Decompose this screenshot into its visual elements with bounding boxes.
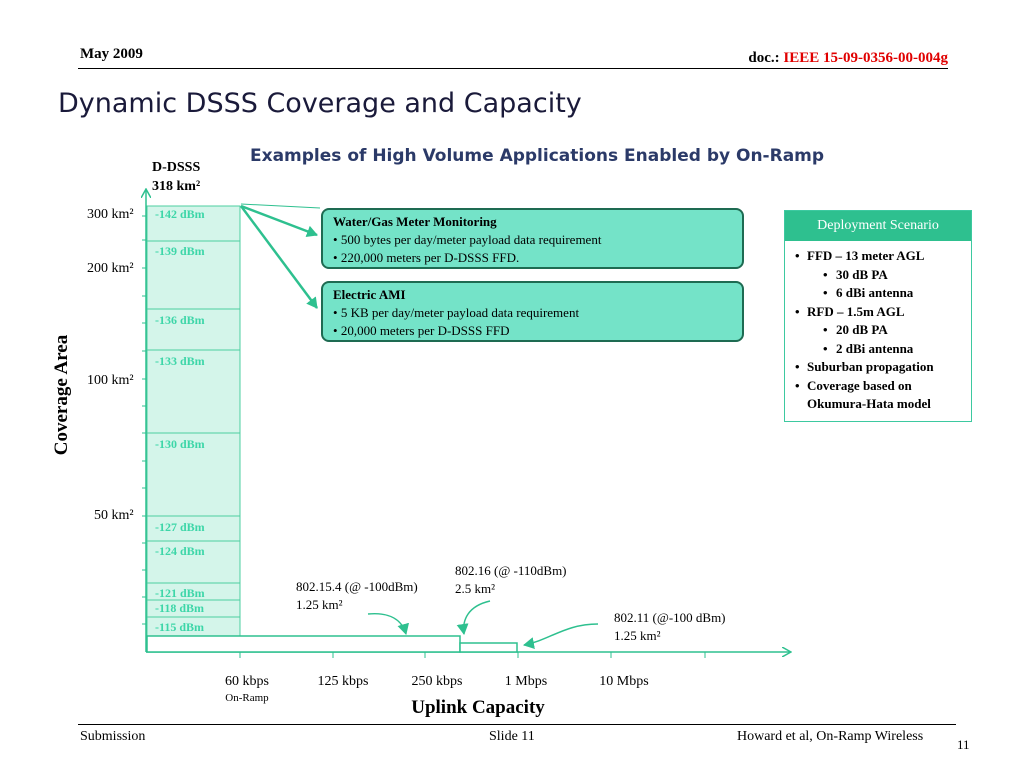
- ddsss-bar-label: D-DSSS 318 km²: [152, 158, 200, 196]
- arrow-802-15-4: [367, 612, 410, 635]
- slide-title: Dynamic DSSS Coverage and Capacity: [58, 88, 582, 119]
- callout-electric-ami: Electric AMI 5 KB per day/meter payload …: [321, 281, 744, 342]
- deployment-item: Coverage based on Okumura-Hata model: [795, 377, 967, 414]
- deployment-subitem: 2 dBi antenna: [795, 340, 967, 359]
- x-category-60kbps: 60 kbps: [225, 674, 269, 689]
- callout-water-gas: Water/Gas Meter Monitoring 500 bytes per…: [321, 208, 744, 269]
- annotation-line: 802.11 (@-100 dBm): [614, 610, 726, 625]
- sensitivity-label: -142 dBm: [155, 207, 205, 221]
- callout-title: Water/Gas Meter Monitoring: [333, 214, 497, 229]
- y-axis-ticks: [142, 215, 146, 625]
- annotation-line: 1.25 km²: [614, 628, 661, 643]
- annotation-802-15-4: 802.15.4 (@ -100dBm) 1.25 km²: [296, 578, 418, 614]
- sensitivity-label: -127 dBm: [155, 520, 205, 534]
- sensitivity-label: -124 dBm: [155, 544, 205, 558]
- deployment-scenario-title: Deployment Scenario: [785, 211, 971, 241]
- x-category-250kbps: 250 kbps: [411, 674, 463, 689]
- sensitivity-label: -139 dBm: [155, 244, 205, 258]
- arrow-802-16: [456, 600, 491, 635]
- sensitivity-label: -136 dBm: [155, 313, 205, 327]
- sensitivity-label: -115 dBm: [155, 620, 205, 634]
- arrow-802-11: [523, 623, 599, 649]
- callout-item: 5 KB per day/meter payload data requirem…: [333, 304, 732, 322]
- callout-item: 220,000 meters per D-DSSS FFD.: [333, 249, 732, 267]
- ddsss-coverage-bar: [146, 205, 241, 638]
- x-category-sublabel: On-Ramp: [225, 692, 269, 704]
- x-category-1mbps: 1 Mbps: [504, 674, 548, 689]
- annotation-802-16: 802.16 (@ -110dBm) 2.5 km²: [455, 562, 567, 598]
- callout-item: 500 bytes per day/meter payload data req…: [333, 231, 732, 249]
- deployment-subitem: 30 dB PA: [795, 266, 967, 285]
- ddsss-label-area: 318 km²: [152, 179, 201, 194]
- connector-water-gas: [240, 203, 321, 209]
- x-axis-label: Uplink Capacity: [411, 697, 545, 718]
- header-date: May 2009: [80, 46, 143, 62]
- sensitivity-label: -133 dBm: [155, 354, 205, 368]
- y-tick-300: 300 km²: [87, 207, 134, 222]
- deployment-subitem: 6 dBi antenna: [795, 284, 967, 303]
- annotation-802-11: 802.11 (@-100 dBm) 1.25 km²: [614, 609, 726, 645]
- annotation-line: 802.16 (@ -110dBm): [455, 563, 567, 578]
- bar-802-15-4: [146, 635, 461, 653]
- header-divider: [78, 68, 948, 69]
- footer-submission: Submission: [80, 729, 146, 744]
- deployment-subitem: 20 dB PA: [795, 321, 967, 340]
- doc-number: IEEE 15-09-0356-00-004g: [783, 50, 948, 66]
- slide-subtitle: Examples of High Volume Applications Ena…: [250, 146, 825, 166]
- callout-item: 20,000 meters per D-DSSS FFD: [333, 322, 732, 340]
- x-category-125kbps: 125 kbps: [317, 674, 369, 689]
- annotation-line: 1.25 km²: [296, 597, 343, 612]
- ddsss-label-name: D-DSSS: [152, 160, 201, 175]
- y-tick-100: 100 km²: [87, 373, 134, 388]
- arrow-to-electric-ami-callout: [239, 205, 319, 309]
- x-axis-ticks: [239, 652, 706, 658]
- bar-802-11: [459, 642, 518, 653]
- page-number: 11: [957, 737, 970, 752]
- footer-slide-number: Slide 11: [489, 729, 535, 744]
- sensitivity-label: -118 dBm: [155, 601, 205, 615]
- sensitivity-label: -130 dBm: [155, 437, 205, 451]
- annotation-line: 2.5 km²: [455, 581, 496, 596]
- y-tick-200: 200 km²: [87, 261, 134, 276]
- x-category-10mbps: 10 Mbps: [599, 674, 649, 689]
- bar-level-lines: [147, 240, 240, 618]
- deployment-scenario-box: Deployment Scenario FFD – 13 meter AGL 3…: [784, 210, 972, 422]
- footer-authors: Howard et al, On-Ramp Wireless: [737, 729, 924, 744]
- callout-title: Electric AMI: [333, 287, 406, 302]
- y-tick-50: 50 km²: [94, 508, 134, 523]
- deployment-item: FFD – 13 meter AGL: [795, 247, 967, 266]
- y-axis-label: Coverage Area: [51, 334, 72, 456]
- doc-prefix: doc.:: [748, 50, 780, 66]
- sensitivity-label: -121 dBm: [155, 586, 205, 600]
- arrow-to-water-gas-callout: [240, 204, 318, 238]
- header-doc-id: doc.: IEEE 15-09-0356-00-004g: [748, 50, 948, 67]
- footer-divider: [78, 724, 956, 725]
- annotation-line: 802.15.4 (@ -100dBm): [296, 579, 418, 594]
- deployment-item: Suburban propagation: [795, 358, 967, 377]
- deployment-item: RFD – 1.5m AGL: [795, 303, 967, 322]
